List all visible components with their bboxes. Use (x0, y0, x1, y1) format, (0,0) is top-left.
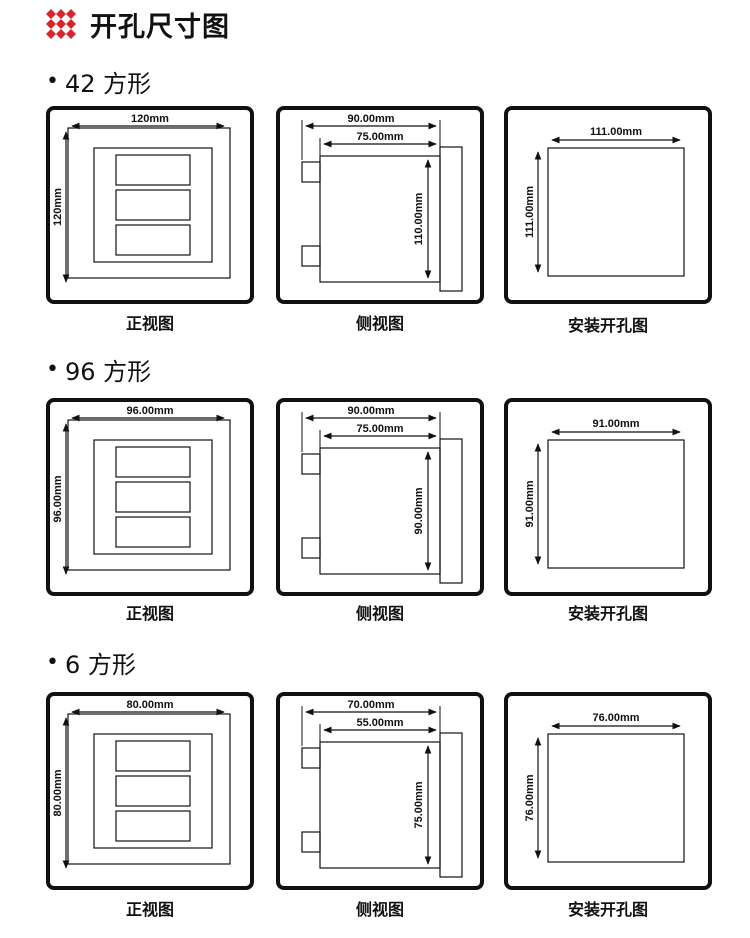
front-view-caption: 正视图 (125, 604, 174, 623)
cutout-panel: 111.00mm 111.00mm (504, 106, 712, 304)
side-total-depth-label: 90.00mm (347, 113, 394, 125)
side-body-depth-label: 75.00mm (356, 423, 403, 435)
side-view-caption: 侧视图 (355, 900, 404, 919)
side-view-diagram: 90.00mm 75.00mm 90.00mm (301, 405, 463, 584)
front-view-caption: 正视图 (125, 900, 174, 919)
side-view-panel: 90.00mm 75.00mm 90.00mm (276, 398, 484, 596)
cutout-caption: 安装开孔图 (567, 604, 648, 623)
cutout-caption: 安装开孔图 (567, 316, 648, 335)
cutout-height-label: 111.00mm (524, 186, 536, 238)
section-title-label: 42 方形 (64, 70, 152, 98)
side-view-diagram: 90.00mm 75.00mm 110.00mm (301, 113, 463, 292)
front-width-label: 120mm (131, 113, 169, 125)
cutout-diagram: 76.00mm 76.00mm (524, 712, 685, 863)
side-body-depth-label: 55.00mm (356, 717, 403, 729)
page-title: 开孔尺寸图 (90, 11, 230, 43)
cutout-diagram: 111.00mm 111.00mm (524, 126, 685, 277)
side-view-caption: 侧视图 (355, 604, 404, 623)
front-view-caption: 正视图 (125, 314, 174, 333)
side-height-label: 90.00mm (413, 487, 425, 534)
bullet-icon: • (46, 357, 59, 382)
side-view-panel: 90.00mm 75.00mm 110.00mm (276, 106, 484, 304)
section-title-42: • 42 方形 (46, 64, 151, 99)
section-title-96: • 96 方形 (46, 352, 151, 387)
side-body-depth-label: 75.00mm (356, 131, 403, 143)
front-height-label: 120mm (52, 188, 64, 226)
front-width-label: 80.00mm (126, 699, 173, 711)
front-height-label: 96.00mm (52, 475, 64, 522)
front-view-diagram: 120mm 120mm (52, 113, 231, 283)
side-total-depth-label: 70.00mm (347, 699, 394, 711)
cutout-width-label: 111.00mm (590, 126, 642, 138)
front-view-panel: 120mm 120mm (46, 106, 254, 304)
cutout-diagram: 91.00mm 91.00mm (524, 418, 685, 569)
cutout-caption: 安装开孔图 (567, 900, 648, 919)
bullet-icon: • (46, 69, 59, 94)
diamond-grid-icon (46, 9, 76, 39)
side-height-label: 110.00mm (413, 192, 425, 245)
front-view-panel: 96.00mm 96.00mm (46, 398, 254, 596)
cutout-height-label: 91.00mm (524, 480, 536, 527)
section-title-label: 6 方形 (64, 651, 136, 679)
cutout-panel: 91.00mm 91.00mm (504, 398, 712, 596)
page-header: 开孔尺寸图 (46, 6, 230, 43)
cutout-width-label: 91.00mm (592, 418, 639, 430)
front-view-diagram: 96.00mm 96.00mm (52, 405, 231, 575)
cutout-height-label: 76.00mm (524, 774, 536, 821)
bullet-icon: • (46, 650, 59, 675)
side-view-diagram: 70.00mm 55.00mm 75.00mm (301, 699, 463, 878)
front-height-label: 80.00mm (52, 769, 64, 816)
side-height-label: 75.00mm (413, 781, 425, 828)
front-view-diagram: 80.00mm 80.00mm (52, 699, 231, 869)
side-view-panel: 70.00mm 55.00mm 75.00mm (276, 692, 484, 890)
section-title-6: • 6 方形 (46, 645, 136, 680)
cutout-width-label: 76.00mm (592, 712, 639, 724)
section-title-label: 96 方形 (64, 358, 152, 386)
front-width-label: 96.00mm (126, 405, 173, 417)
side-total-depth-label: 90.00mm (347, 405, 394, 417)
side-view-caption: 侧视图 (355, 314, 404, 333)
cutout-panel: 76.00mm 76.00mm (504, 692, 712, 890)
front-view-panel: 80.00mm 80.00mm (46, 692, 254, 890)
